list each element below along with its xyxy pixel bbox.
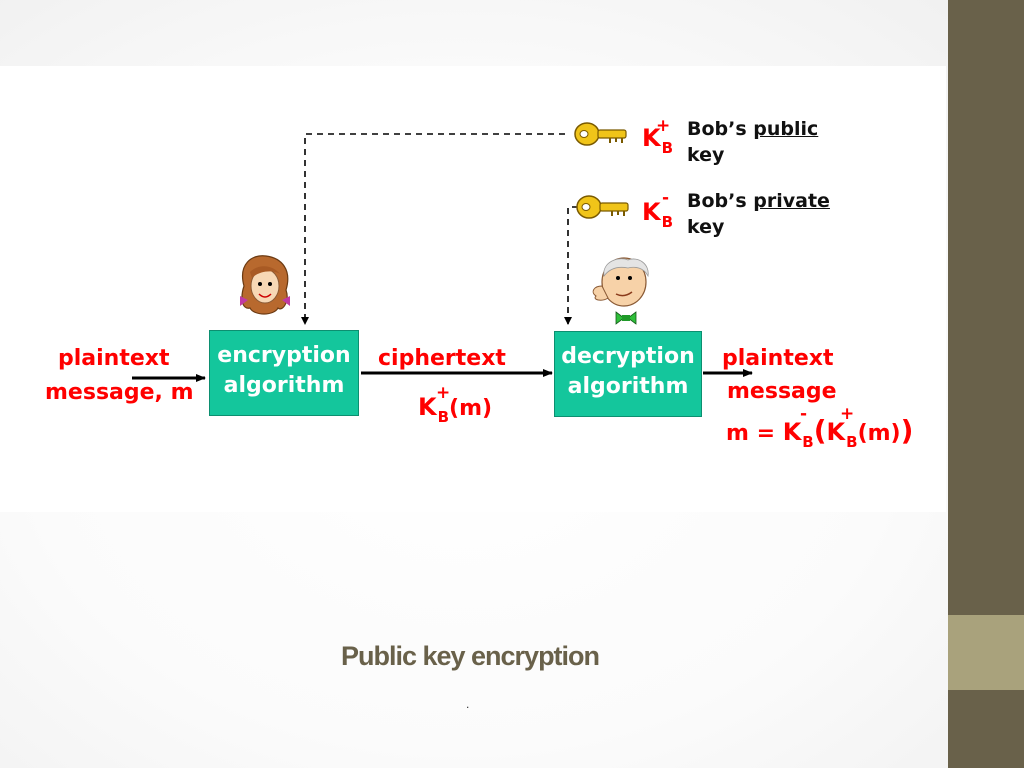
- public-key-dashed-line: [301, 133, 565, 325]
- ciphertext-label: ciphertext: [378, 346, 506, 371]
- bob-avatar-icon: [592, 257, 649, 325]
- private-key-icon: [576, 195, 629, 219]
- plaintext-output-label: plaintext: [722, 346, 834, 371]
- plaintext-input-message: message, m: [45, 380, 194, 405]
- private-key-dashed-line: [564, 206, 578, 325]
- private-key-label: Bob’s private key: [687, 190, 830, 238]
- plaintext-output-message: message: [727, 379, 837, 404]
- public-key-symbol: KB+: [642, 116, 674, 157]
- diagram-panel: [0, 66, 946, 512]
- alice-avatar-icon: [240, 255, 290, 315]
- slide-footnote: .: [466, 697, 470, 711]
- encryption-algorithm-box: encryption algorithm: [209, 330, 359, 416]
- public-key-label: Bob’s public key: [687, 118, 819, 166]
- slide-title: Public key encryption: [340, 641, 600, 671]
- private-key-symbol: KB-: [642, 188, 674, 231]
- public-key-icon: [574, 122, 627, 146]
- decryption-formula: m = KB-(KB+(m)): [726, 404, 914, 451]
- ciphertext-formula: KB+(m): [418, 383, 493, 426]
- diagram-connectors: [132, 122, 753, 382]
- plaintext-input-label: plaintext: [58, 346, 170, 371]
- slide-sidebar-accent: [948, 615, 1024, 690]
- decryption-algorithm-box: decryption algorithm: [554, 331, 702, 417]
